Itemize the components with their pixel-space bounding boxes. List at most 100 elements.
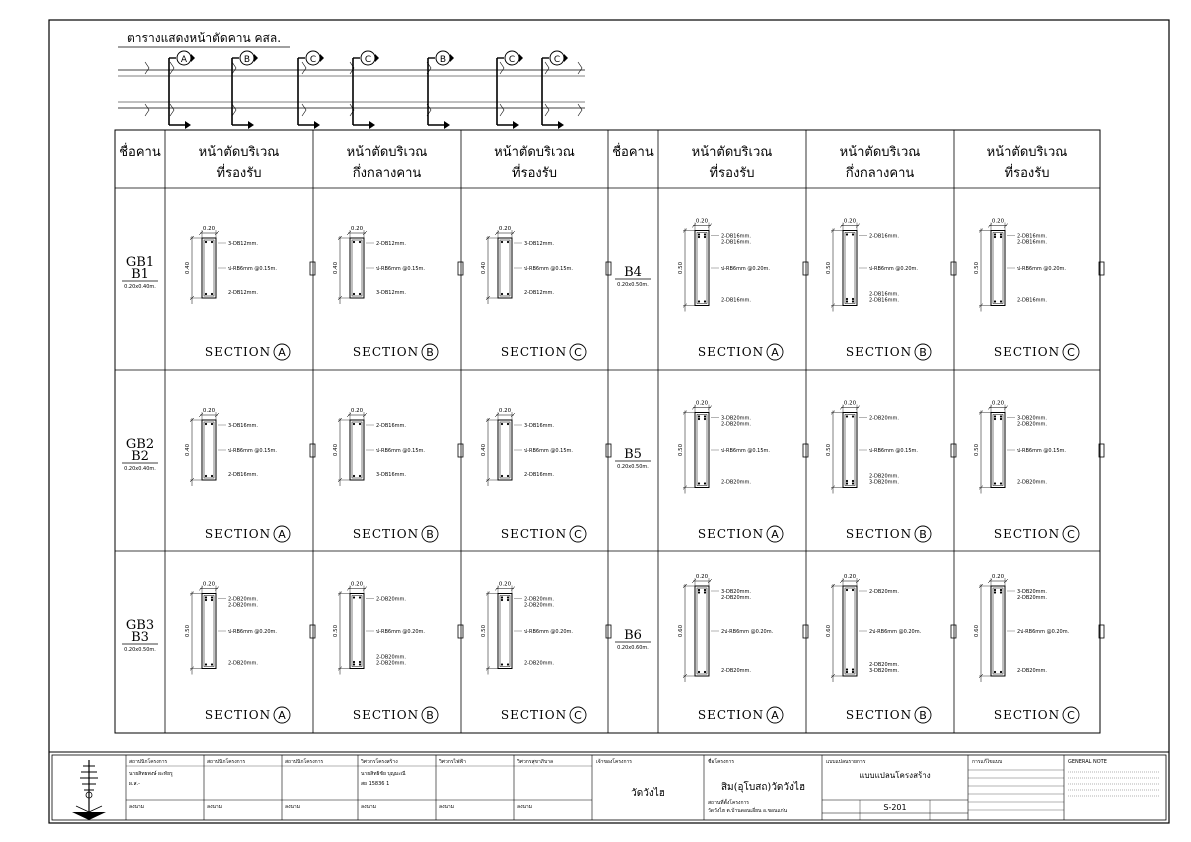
- arrow-icon: [185, 121, 191, 129]
- dim-tick: [691, 223, 713, 228]
- stirrup: [351, 421, 363, 479]
- width-dimension: 0.20: [992, 574, 1005, 580]
- stirrup: [844, 587, 856, 675]
- header-line1: ชื่อคาน: [612, 143, 654, 160]
- beam-section-c: 0.200.502-DB16mm.2-DB16mm.ป-RB6mm @0.20m…: [974, 219, 1105, 361]
- tb-sign: ลงนาม: [361, 804, 376, 810]
- header-line1: ชื่อคาน: [119, 143, 161, 160]
- header-line2: กึ่งกลางคาน: [846, 164, 915, 181]
- owner-label: เจ้าของโครงการ: [596, 758, 632, 765]
- beam-section-c: 0.200.502-DB20mm.2-DB20mm.ป-RB6mm @0.20m…: [481, 582, 612, 724]
- stirrup: [351, 595, 363, 667]
- section-mark-circle: [1062, 706, 1080, 724]
- owner-name: วัดวังไฮ: [631, 787, 665, 799]
- marker-letter: B: [440, 55, 446, 65]
- section-marker-b: B: [231, 50, 258, 129]
- rebar-dot: [999, 233, 1003, 236]
- section-mark-circle: [914, 343, 932, 361]
- beam-outline: [694, 585, 710, 677]
- break-line: [577, 61, 583, 117]
- bottom-bar-label: 3-DB20mm.: [869, 480, 899, 486]
- beam-outline: [497, 419, 513, 481]
- bottom-bar-label: 2-DB16mm.: [524, 472, 554, 478]
- stirrup-label: ป-RB6mm @0.15m.: [228, 448, 277, 454]
- marker-letter: B: [244, 55, 250, 65]
- section-mark: A: [771, 528, 779, 541]
- top-bar-label: 2-DB20mm.: [524, 603, 554, 609]
- location-label: สถานที่ตั้งโครงการ: [708, 797, 749, 806]
- section-mark-circle: [1062, 343, 1080, 361]
- rebar-dot: [697, 300, 701, 303]
- callout-box: [1098, 443, 1105, 458]
- arrow-icon: [369, 121, 375, 129]
- rebar-dot: [993, 591, 997, 594]
- dim-tick: [346, 412, 368, 418]
- marker-arrow-icon: [519, 54, 523, 62]
- project-label: ชื่อโครงการ: [708, 758, 734, 765]
- rebar-dot: [845, 588, 849, 592]
- rebar-dot: [703, 233, 707, 236]
- rebar-dot: [500, 240, 504, 244]
- sheet-label: แบบแปลนรายการ: [826, 759, 866, 765]
- dim-tick: [987, 223, 1009, 228]
- stirrup: [844, 414, 856, 486]
- rebar-dot: [352, 660, 356, 664]
- height-dimension: 0.60: [826, 624, 832, 637]
- section-mark: B: [919, 528, 927, 541]
- section-label: SECTION: [501, 345, 567, 359]
- bottom-bar-label: 2-DB12mm.: [228, 290, 258, 296]
- rebar-dot: [500, 663, 504, 666]
- sheet-title: แบบแปลนโครงสร้าง: [859, 770, 930, 780]
- beam-outline: [349, 419, 365, 481]
- height-dimension: 0.50: [333, 624, 339, 637]
- callout-box: [309, 261, 316, 276]
- bottom-bar-label: 2-DB16mm.: [869, 298, 899, 304]
- rebar-dot: [851, 479, 855, 483]
- width-dimension: 0.20: [203, 582, 216, 588]
- rebar-dot: [506, 240, 510, 244]
- dim-tick: [189, 591, 195, 671]
- stirrup: [992, 587, 1004, 675]
- beam-section-a: 0.200.502-DB16mm.2-DB16mm.ป-RB6mm @0.20m…: [678, 219, 809, 361]
- beam-size: 0.20x0.40m.: [124, 284, 156, 290]
- beam-section-a: 0.200.502-DB20mm.2-DB20mm.ป-RB6mm @0.20m…: [185, 582, 316, 724]
- height-dimension: 0.40: [185, 443, 191, 456]
- width-dimension: 0.20: [203, 226, 216, 232]
- tb-label: วิศวกรสุขาภิบาล: [517, 758, 553, 765]
- dim-tick: [337, 417, 343, 483]
- section-mark: A: [278, 346, 286, 359]
- beam-outline: [842, 412, 858, 488]
- marker-arrow-icon: [191, 54, 195, 62]
- break-line: [349, 61, 355, 117]
- beam-outline: [349, 237, 365, 299]
- top-bar-label: 2-DB20mm.: [1017, 595, 1047, 601]
- stirrup-label: ป-RB6mm @0.15m.: [524, 266, 573, 272]
- header-line2: ที่รองรับ: [512, 164, 557, 181]
- beam-section-c: 0.200.503-DB20mm.2-DB20mm.ป-RB6mm @0.15m…: [974, 401, 1105, 543]
- tb-sub: สย 15836 1: [361, 781, 389, 787]
- sheet-frame: [48, 19, 1170, 824]
- beam-section-a: 0.200.503-DB20mm.2-DB20mm.ป-RB6mm @0.15m…: [678, 401, 809, 543]
- stirrup: [499, 421, 511, 479]
- beam-name: B40.20x0.50m.: [615, 265, 651, 288]
- beam-section-b: 0.200.602-DB20mm.2ป-RB6mm @0.20m.2-DB20m…: [826, 574, 957, 724]
- rebar-dot: [358, 422, 362, 426]
- stirrup: [203, 421, 215, 479]
- rebar-dot: [210, 598, 214, 602]
- section-label: SECTION: [994, 345, 1060, 359]
- section-label: SECTION: [846, 345, 912, 359]
- dim-tick: [691, 405, 713, 410]
- beam-outline: [201, 419, 217, 481]
- dim-tick: [987, 405, 1009, 410]
- dim-tick: [830, 583, 836, 679]
- section-mark: C: [1067, 528, 1075, 541]
- beam-name-2: B2: [131, 449, 149, 464]
- stirrup-label: ป-RB6mm @0.15m.: [228, 266, 277, 272]
- rebar-dot: [845, 300, 849, 303]
- stirrup-label: ป-RB6mm @0.20m.: [721, 266, 770, 272]
